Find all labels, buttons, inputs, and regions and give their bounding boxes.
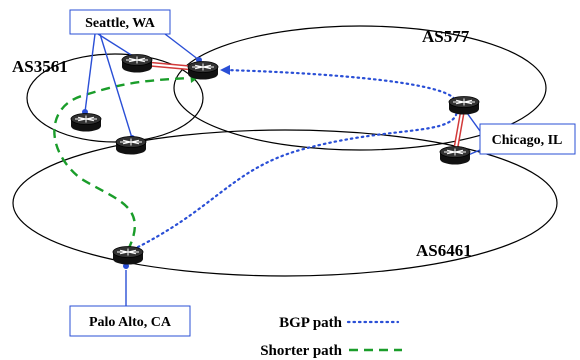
router-icon [112,246,144,265]
as577-boundary [173,25,547,151]
legend-shorter-label: Shorter path [260,343,342,359]
router-icon [115,136,147,155]
as-label-as3561: AS3561 [12,57,68,76]
inter-as-link-chicago [452,105,466,156]
as6461-boundary [12,129,558,277]
seattle-label-box [69,9,171,35]
legend: BGP path Shorter path [260,315,402,359]
seattle-label: Seattle, WA [85,16,156,31]
router-icon [448,96,480,115]
palo-alto-leader [123,263,129,306]
as3561-boundary [26,53,204,143]
bgp-path-arrowhead [220,65,230,75]
shorter-path-line [53,76,191,251]
router-icon [439,146,471,165]
router-icon [187,61,219,80]
as-label-as577: AS577 [422,27,470,46]
palo-alto-label: Palo Alto, CA [89,315,172,330]
chicago-label-box [479,123,576,155]
as-label-as6461: AS6461 [416,241,472,260]
router-icon [121,54,153,73]
router-icon [70,113,102,132]
chicago-label: Chicago, IL [492,133,563,148]
palo-alto-label-box [69,305,191,337]
legend-bgp-label: BGP path [279,315,343,331]
bgp-path-line [126,68,458,254]
